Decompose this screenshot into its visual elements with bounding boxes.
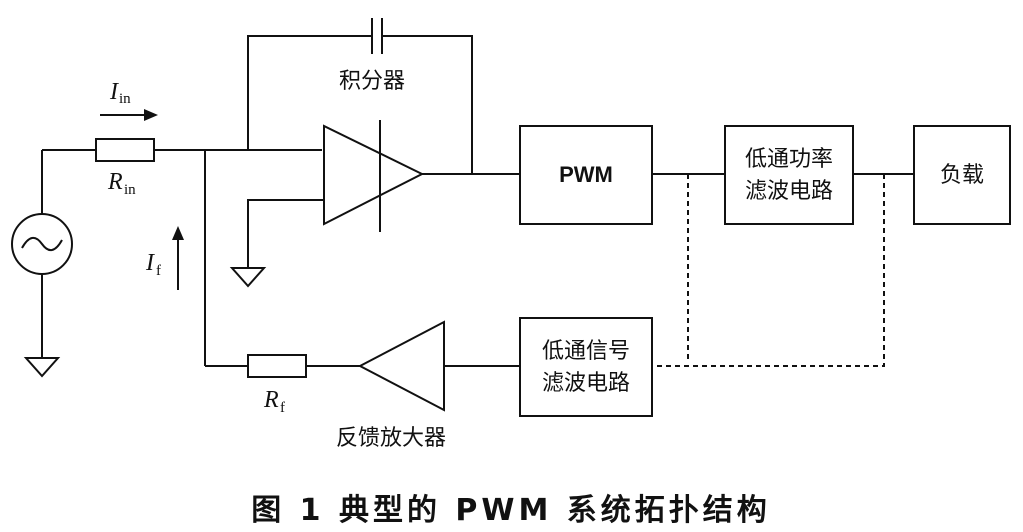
load-block-label: 负载	[940, 163, 984, 188]
opamp-ground-wire	[247, 199, 324, 268]
current-iin-subscript: in	[119, 91, 131, 107]
lowpass-signal-filter-line2: 滤波电路	[542, 371, 630, 396]
resistor-rin-subscript: in	[124, 182, 136, 198]
resistor-rf-symbol	[247, 354, 307, 378]
resistor-rf-symbol-label: R	[263, 387, 279, 413]
pwm-block	[519, 125, 653, 225]
figure-caption: 图 1 典型的 PWM 系统拓扑结构	[251, 493, 771, 528]
current-iin-arrow	[100, 109, 158, 121]
load-block	[913, 125, 1011, 225]
current-if-subscript: f	[156, 263, 161, 279]
lowpass-signal-filter-block	[519, 317, 653, 417]
source-ground-symbol	[23, 357, 61, 378]
lowpass-power-filter-line2: 滤波电路	[745, 179, 833, 204]
ac-source-symbol	[11, 213, 73, 275]
resistor-rf-subscript: f	[280, 400, 285, 416]
integrator-loop-right	[382, 35, 473, 174]
current-if-symbol: I	[145, 250, 155, 276]
feedback-amplifier-label: 反馈放大器	[336, 426, 446, 451]
resistor-rin-symbol	[95, 138, 155, 162]
pwm-block-label: PWM	[559, 162, 613, 187]
feedback-amplifier-symbol	[357, 320, 445, 412]
current-iin-symbol: I	[109, 79, 119, 105]
lowpass-signal-filter-line1: 低通信号	[542, 339, 630, 364]
lowpass-power-filter-block	[724, 125, 854, 225]
opamp-ground-symbol	[229, 267, 267, 288]
integrator-label: 积分器	[339, 69, 405, 94]
integrator-opamp-symbol	[323, 124, 425, 226]
lowpass-power-filter-line1: 低通功率	[745, 147, 833, 172]
current-if-arrow	[172, 226, 184, 290]
integrator-loop-left	[247, 35, 372, 150]
resistor-rin-symbol-label: R	[107, 169, 123, 195]
dashed-sense-right	[652, 174, 885, 367]
